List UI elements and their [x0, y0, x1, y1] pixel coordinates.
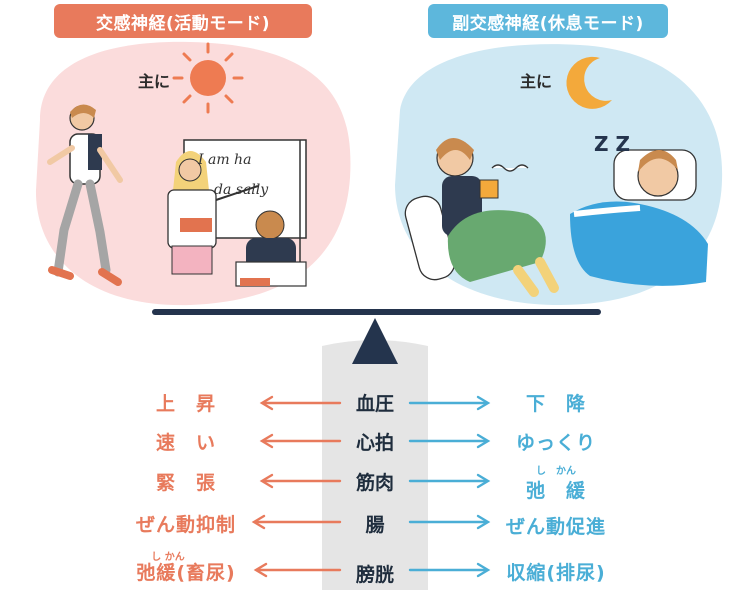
teacher-illustration [167, 151, 259, 275]
sun-icon [172, 42, 244, 114]
row-right-effect: 収縮(排尿) [506, 562, 606, 584]
sleeping-person-illustration [570, 149, 708, 286]
row-left-effect: ぜん動抑制 [135, 514, 236, 536]
row-center-label: 筋肉 [355, 472, 394, 494]
student-illustration [235, 210, 307, 287]
row-right-ruby: し かん [536, 466, 576, 477]
fulcrum [352, 318, 398, 364]
row-left-effect: 緊 張 [155, 472, 216, 494]
row-right-effect: 弛 緩 [525, 480, 586, 502]
left-arrows [251, 395, 342, 578]
row-right-effect: 下 降 [525, 393, 586, 415]
whiteboard-text-line1: I am ha [198, 152, 252, 168]
row-center-label: 腸 [365, 514, 385, 536]
row-center-label: 膀胱 [355, 564, 394, 586]
center-column [322, 340, 428, 590]
right-arrows [408, 395, 491, 578]
moon-icon [566, 56, 612, 109]
sleep-z-icon: Z Z [594, 132, 630, 156]
row-left-effect: 弛緩(畜尿) [136, 562, 236, 584]
resting-person-illustration [404, 138, 559, 297]
running-person-illustration [47, 104, 123, 286]
row-center-label: 血圧 [355, 393, 394, 415]
row-right-effect: ゆっくり [515, 432, 596, 454]
whiteboard-text-line2: da sally [214, 182, 269, 198]
left-mainly-label: 主に [138, 72, 171, 91]
right-mainly-label: 主に [520, 72, 553, 91]
row-left-effect: 上 昇 [155, 393, 216, 415]
parasympathetic-title: 副交感神経(休息モード) [428, 4, 668, 38]
row-left-effect: 速 い [155, 432, 216, 454]
row-center-label: 心拍 [355, 432, 394, 454]
row-right-effect: ぜん動促進 [505, 516, 606, 538]
sympathetic-title: 交感神経(活動モード) [54, 4, 312, 38]
row-left-ruby: し かん [151, 552, 185, 563]
